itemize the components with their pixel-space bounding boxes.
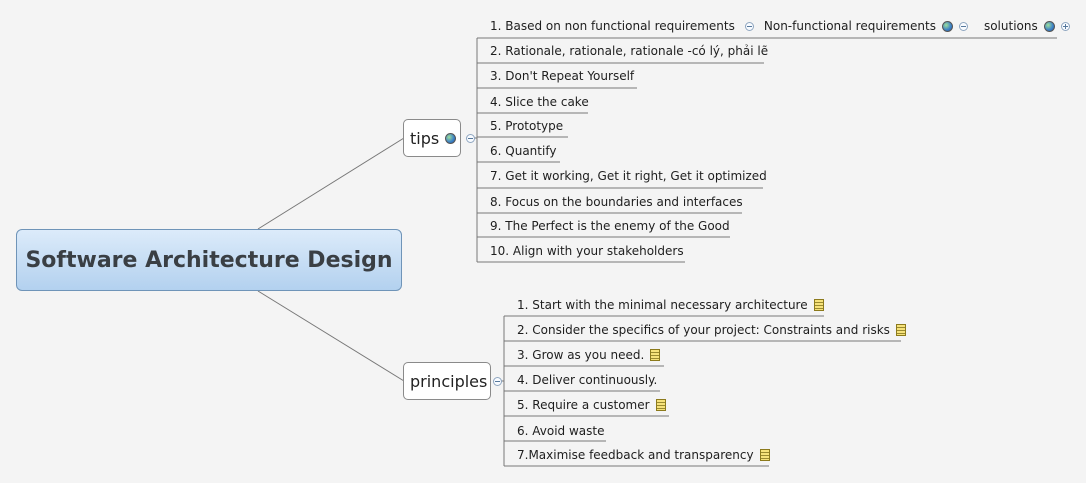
note-icon[interactable] (895, 324, 906, 336)
note-icon[interactable] (655, 399, 666, 411)
tips-item-6[interactable]: 6. Quantify (490, 142, 556, 160)
principles-item-2-label: 2. Consider the specifics of your projec… (517, 323, 890, 337)
principles-item-6-label: 6. Avoid waste (517, 424, 605, 438)
note-icon[interactable] (813, 299, 824, 311)
collapse-principles-icon[interactable] (493, 377, 502, 386)
tips-item-5[interactable]: 5. Prototype (490, 117, 563, 135)
principles-item-3[interactable]: 3. Grow as you need. (517, 346, 661, 364)
tips-item-7-label: 7. Get it working, Get it right, Get it … (490, 169, 767, 183)
sub-topic-nonfunctional-label: Non-functional requirements (763, 19, 936, 33)
collapse-tips-icon[interactable] (466, 134, 475, 143)
tips-item-1[interactable]: 1. Based on non functional requirements … (490, 17, 1070, 35)
expand-icon[interactable] (1060, 21, 1070, 31)
principles-item-1-label: 1. Start with the minimal necessary arch… (517, 298, 808, 312)
tips-item-3[interactable]: 3. Don't Repeat Yourself (490, 67, 634, 85)
tips-item-10-label: 10. Align with your stakeholders (490, 244, 684, 258)
tips-item-5-label: 5. Prototype (490, 119, 564, 133)
note-icon[interactable] (759, 449, 770, 461)
principles-item-6[interactable]: 6. Avoid waste (517, 422, 605, 440)
tips-item-2-label: 2. Rationale, rationale, rationale -có l… (490, 44, 769, 58)
globe-icon (941, 20, 953, 32)
tips-item-4[interactable]: 4. Slice the cake (490, 93, 589, 111)
branch-tips-label: tips (410, 128, 440, 148)
tips-item-8[interactable]: 8. Focus on the boundaries and interface… (490, 193, 743, 211)
tips-item-7[interactable]: 7. Get it working, Get it right, Get it … (490, 167, 767, 185)
principles-item-3-label: 3. Grow as you need. (517, 348, 645, 362)
principles-item-1[interactable]: 1. Start with the minimal necessary arch… (517, 296, 824, 314)
tips-item-2[interactable]: 2. Rationale, rationale, rationale -có l… (490, 42, 768, 60)
branch-principles-label: principles (410, 371, 488, 391)
branch-tips[interactable]: tips (403, 119, 461, 157)
principles-item-2[interactable]: 2. Consider the specifics of your projec… (517, 321, 906, 339)
sub-topic-solutions-label: solutions (983, 19, 1038, 33)
root-to-principles-line (257, 290, 405, 382)
principles-item-4-label: 4. Deliver continuously. (517, 373, 658, 387)
principles-item-5[interactable]: 5. Require a customer (517, 396, 666, 414)
tips-item-9[interactable]: 9. The Perfect is the enemy of the Good (490, 217, 730, 235)
principles-item-7-label: 7.Maximise feedback and transparency (517, 448, 754, 462)
globe-icon (445, 132, 457, 144)
branch-principles[interactable]: principles (403, 362, 491, 400)
note-icon[interactable] (650, 349, 661, 361)
principles-item-5-label: 5. Require a customer (517, 398, 650, 412)
tips-item-4-label: 4. Slice the cake (490, 95, 589, 109)
collapse-icon[interactable] (958, 21, 968, 31)
tips-item-9-label: 9. The Perfect is the enemy of the Good (490, 219, 730, 233)
principles-item-7[interactable]: 7.Maximise feedback and transparency (517, 446, 770, 464)
root-topic-label: Software Architecture Design (25, 247, 393, 273)
tips-item-6-label: 6. Quantify (490, 144, 557, 158)
tips-item-8-label: 8. Focus on the boundaries and interface… (490, 195, 743, 209)
collapse-icon[interactable] (744, 21, 754, 31)
root-topic[interactable]: Software Architecture Design (16, 229, 402, 291)
globe-icon (1043, 20, 1055, 32)
tips-item-1-label: 1. Based on non functional requirements (490, 19, 735, 33)
tips-item-10[interactable]: 10. Align with your stakeholders (490, 242, 684, 260)
principles-item-4[interactable]: 4. Deliver continuously. (517, 371, 657, 389)
tips-item-3-label: 3. Don't Repeat Yourself (490, 69, 635, 83)
root-to-tips-line (257, 137, 405, 230)
